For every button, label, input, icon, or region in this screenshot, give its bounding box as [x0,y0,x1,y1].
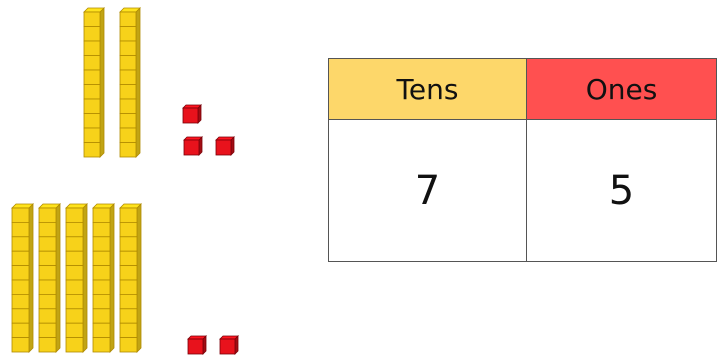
ones-value: 5 [526,119,717,262]
ten-rod [119,203,142,353]
header-row: Tens Ones [328,58,717,120]
unit-cube [187,335,207,355]
ten-rod [83,7,105,158]
value-row: 7 5 [328,119,717,262]
block-group-1 [83,7,235,158]
unit-cube [219,335,239,355]
ten-rod [38,203,61,353]
block-group-2 [11,203,239,355]
tens-value: 7 [328,119,527,262]
unit-cube [183,136,203,156]
tens-header: Tens [328,58,527,120]
ten-rod [11,203,34,353]
place-value-table: Tens Ones 7 5 [328,58,717,262]
ten-rod [119,7,141,158]
ten-rod [65,203,88,353]
unit-cube [215,136,235,156]
ten-rod [92,203,115,353]
unit-cube [182,104,202,124]
ones-header: Ones [526,58,717,120]
